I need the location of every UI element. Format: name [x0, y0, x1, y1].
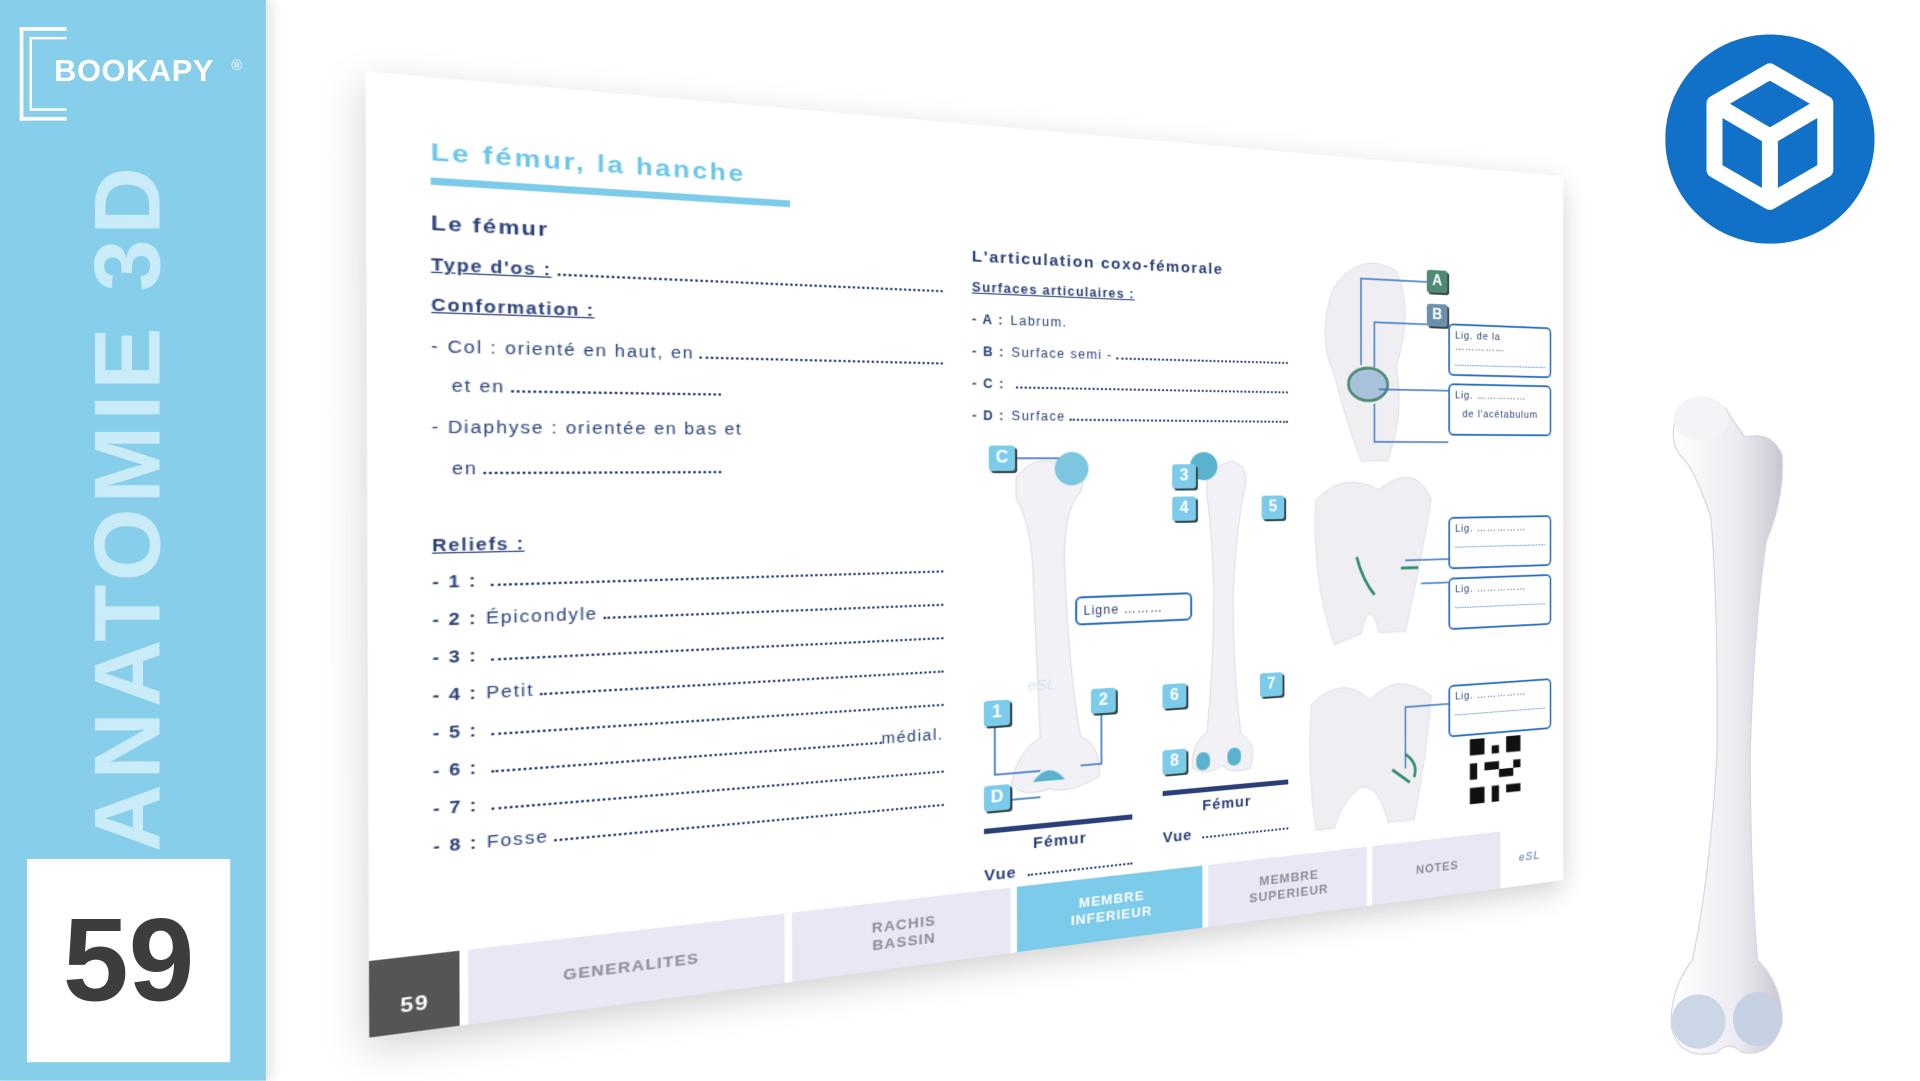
relief-number: - 4 :	[433, 683, 478, 705]
marker-B: B	[1427, 304, 1448, 327]
ligament-label: Lig.	[1455, 523, 1473, 535]
ligament-label: Lig.	[1455, 690, 1473, 702]
tab-page-number: 59	[369, 951, 460, 1038]
ligament-field[interactable]: Lig. ……………	[1448, 574, 1551, 630]
relief-number: - 6 :	[433, 758, 478, 781]
page-number-badge: 59	[27, 859, 230, 1062]
surface-field[interactable]: - D : Surface	[972, 408, 1288, 426]
col-field-2[interactable]: et en	[452, 376, 721, 399]
col-field[interactable]: - Col : orienté en haut, en	[431, 336, 943, 367]
articulation-heading: L'articulation coxo-fémorale	[972, 248, 1224, 279]
ligament-label: Lig.	[1455, 390, 1473, 402]
relief-number: - 1 :	[432, 571, 477, 592]
workbook-page: Le fémur, la hanche Le fémur Type d'os :…	[366, 71, 1564, 1037]
tab-generalites[interactable]: GENERALITES	[468, 913, 785, 1024]
femur-front-figure	[972, 435, 1142, 820]
reliefs-label: Reliefs :	[432, 534, 525, 555]
surfaces-label: Surfaces articulaires :	[972, 280, 1135, 302]
marker-3: 3	[1172, 464, 1196, 488]
surface-field: - A : Labrum.	[972, 312, 1288, 338]
diaphyse-field[interactable]: en	[452, 458, 721, 478]
ligament-label: Lig.	[1455, 583, 1473, 595]
surface-text: Surface	[1011, 409, 1065, 424]
marker-1: 1	[984, 699, 1010, 726]
surface-key: - D :	[972, 408, 1005, 423]
qr-code[interactable]	[1470, 735, 1521, 804]
marker-D: D	[984, 784, 1010, 812]
registered-mark: ®	[231, 57, 242, 74]
relief-field[interactable]: - 1 :	[432, 558, 943, 591]
front-view-label: Vue	[984, 864, 1017, 886]
tab-notes[interactable]: NOTES	[1372, 831, 1500, 905]
relief-text: Petit	[486, 680, 534, 702]
ligament-field[interactable]: Lig. ……………	[1448, 678, 1551, 737]
sidebar-title: ANATOMIE 3D	[74, 162, 181, 852]
type-os-field[interactable]: Type d'os :	[431, 254, 943, 295]
surface-key: - C :	[972, 376, 1005, 392]
relief-number: - 8 :	[433, 833, 478, 856]
back-view-label: Vue	[1163, 827, 1193, 847]
marker-8: 8	[1163, 749, 1187, 775]
type-os-label: Type d'os :	[431, 254, 552, 279]
cube-3d-icon[interactable]	[1665, 34, 1874, 243]
back-view-field[interactable]: Vue	[1163, 817, 1289, 847]
col-text-2: et en	[452, 376, 505, 396]
back-caption: Fémur	[1202, 793, 1251, 815]
ligne-field[interactable]: Ligne ………	[1075, 592, 1192, 626]
ligne-label: Ligne	[1084, 602, 1120, 618]
relief-text: Épicondyle	[486, 604, 598, 627]
surface-key: - B :	[972, 344, 1005, 360]
ligament-field[interactable]: Lig. ……………	[1448, 515, 1551, 569]
relief-suffix: médial.	[882, 725, 944, 747]
relief-number: - 5 :	[433, 721, 478, 743]
bookapy-logo: BOOKAPY ®	[20, 27, 254, 123]
ligament-field[interactable]: Lig. de la ……………	[1448, 323, 1551, 378]
conformation-label: Conformation :	[431, 295, 594, 320]
relief-text: Fosse	[487, 827, 549, 852]
chapter-tabs: 59 GENERALITES RACHIS BASSIN MEMBRE INFE…	[369, 824, 1563, 1037]
ligament-label: Lig. de la	[1455, 330, 1501, 343]
marker-7: 7	[1260, 672, 1283, 697]
surface-field[interactable]: - C :	[972, 376, 1288, 396]
col-text: - Col : orienté en haut, en	[431, 336, 694, 362]
tab-membre-inferieur[interactable]: MEMBRE INFERIEUR	[1017, 866, 1202, 953]
surface-key: - A :	[972, 312, 1004, 328]
diaphyse-text-2: en	[452, 459, 478, 478]
tab-rachis-bassin[interactable]: RACHIS BASSIN	[792, 888, 1011, 982]
femur-heading: Le fémur	[431, 212, 549, 242]
tab-membre-superieur[interactable]: MEMBRE SUPERIEUR	[1208, 847, 1367, 927]
relief-field[interactable]: - 2 : Épicondyle	[432, 592, 943, 630]
diaphyse-text: - Diaphyse : orientée en bas et	[432, 417, 743, 438]
relief-field[interactable]: - 3 :	[432, 625, 943, 667]
surface-text: Labrum.	[1010, 313, 1067, 330]
ligament-field[interactable]: Lig. ……………de l'acétabulum	[1448, 383, 1551, 436]
ligament-label-2: de l'acétabulum	[1455, 409, 1545, 421]
marker-A: A	[1427, 270, 1448, 294]
sidebar: BOOKAPY ® ANATOMIE 3D 59	[0, 0, 266, 1081]
marker-2: 2	[1091, 688, 1116, 714]
marker-C: C	[989, 446, 1015, 472]
hip-figures	[1306, 246, 1448, 841]
esl-logo: eSL	[1505, 825, 1553, 887]
surface-text: Surface semi -	[1011, 345, 1112, 362]
relief-number: - 3 :	[432, 646, 477, 667]
marker-6: 6	[1162, 683, 1186, 709]
brand-name: BOOKAPY	[54, 54, 214, 90]
surface-field[interactable]: - B : Surface semi -	[972, 344, 1288, 367]
watermark: eSL	[1027, 676, 1056, 696]
marker-4: 4	[1172, 496, 1196, 521]
marker-5: 5	[1262, 495, 1285, 519]
relief-number: - 7 :	[433, 795, 478, 818]
front-caption: Fémur	[1033, 829, 1087, 852]
relief-number: - 2 :	[432, 608, 477, 629]
femur-3d-model[interactable]	[1637, 382, 1822, 1071]
